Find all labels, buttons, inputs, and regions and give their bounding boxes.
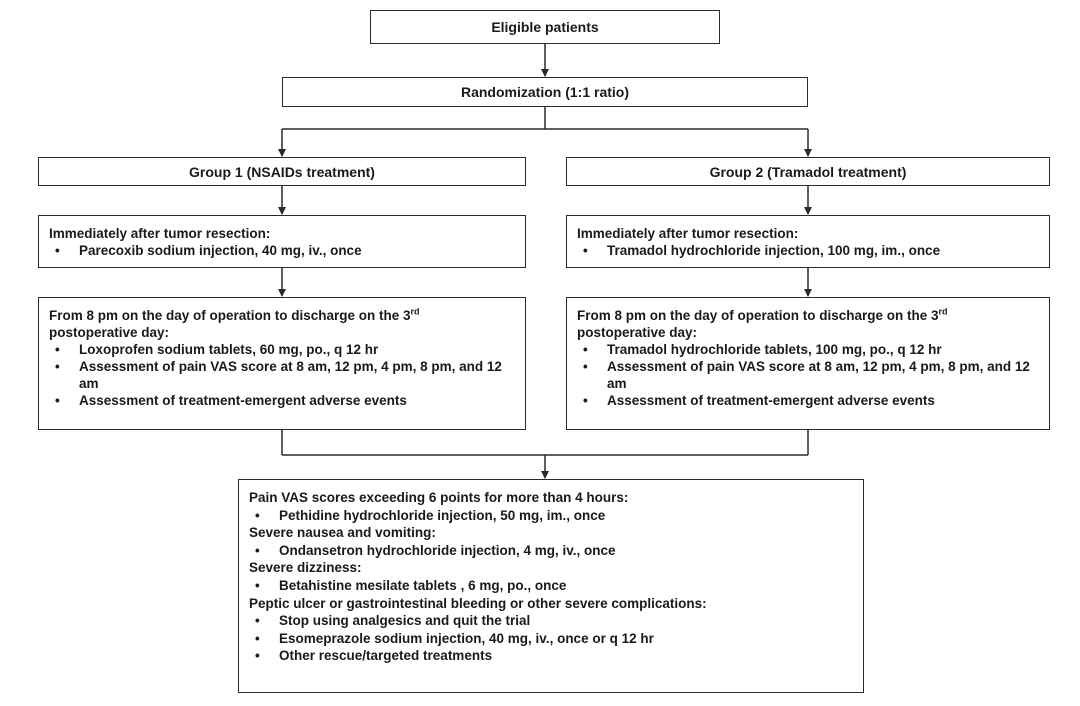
list-item: •Pethidine hydrochloride injection, 50 m… — [255, 507, 606, 523]
list-item: •Stop using analgesics and quit the tria… — [255, 613, 531, 629]
group2-immediate-box: Immediately after tumor resection: • Tra… — [566, 215, 1050, 268]
group2-followup-heading-cont: postoperative day: — [577, 325, 698, 340]
eligible-patients-label: Eligible patients — [491, 19, 599, 35]
group1-followup-heading: From 8 pm on the day of operation to dis… — [49, 306, 420, 323]
group2-title: Group 2 (Tramadol treatment) — [709, 163, 907, 180]
rescue-heading-complications: Peptic ulcer or gastrointestinal bleedin… — [249, 595, 707, 611]
list-item: •Betahistine mesilate tablets , 6 mg, po… — [255, 577, 567, 593]
list-item: •Assessment of treatment-emergent advers… — [583, 393, 935, 408]
group2-immediate-heading: Immediately after tumor resection: — [577, 226, 799, 241]
list-item: •Assessment of treatment-emergent advers… — [55, 393, 407, 408]
list-item: •Ondansetron hydrochloride injection, 4 … — [255, 542, 616, 558]
randomization-label: Randomization (1:1 ratio) — [460, 84, 629, 100]
group2-immediate-item: • Tramadol hydrochloride injection, 100 … — [577, 242, 1039, 259]
group2-followup-box: From 8 pm on the day of operation to dis… — [566, 297, 1050, 430]
bullet-mark: • — [583, 243, 588, 258]
group1-followup-heading-cont: postoperative day: — [49, 325, 170, 340]
group1-followup-box: From 8 pm on the day of operation to dis… — [38, 297, 526, 430]
list-item: •Tramadol hydrochloride tablets, 100 mg,… — [583, 342, 942, 357]
group1-title: Group 1 (NSAIDs treatment) — [189, 163, 375, 180]
group1-title-box: Group 1 (NSAIDs treatment) — [38, 157, 526, 186]
eligible-patients-box: Eligible patients — [370, 10, 720, 44]
group2-followup-heading: From 8 pm on the day of operation to dis… — [577, 306, 948, 323]
group2-title-box: Group 2 (Tramadol treatment) — [566, 157, 1050, 186]
group1-immediate-box: Immediately after tumor resection: • Par… — [38, 215, 526, 268]
rescue-heading-dizziness: Severe dizziness: — [249, 560, 362, 576]
randomization-box: Randomization (1:1 ratio) — [282, 77, 808, 107]
list-item: •Loxoprofen sodium tablets, 60 mg, po., … — [55, 342, 379, 357]
list-item: •Assessment of pain VAS score at 8 am, 1… — [55, 359, 502, 391]
list-item: •Assessment of pain VAS score at 8 am, 1… — [583, 359, 1030, 391]
group1-immediate-heading: Immediately after tumor resection: — [49, 226, 271, 241]
rescue-heading-nausea: Severe nausea and vomiting: — [249, 525, 436, 541]
group1-immediate-item: • Parecoxib sodium injection, 40 mg, iv.… — [49, 242, 515, 259]
rescue-treatment-box: Pain VAS scores exceeding 6 points for m… — [238, 479, 864, 693]
list-item: •Esomeprazole sodium injection, 40 mg, i… — [255, 630, 654, 646]
bullet-mark: • — [55, 243, 60, 258]
list-item: •Other rescue/targeted treatments — [255, 648, 493, 664]
rescue-heading-pain: Pain VAS scores exceeding 6 points for m… — [249, 490, 629, 505]
